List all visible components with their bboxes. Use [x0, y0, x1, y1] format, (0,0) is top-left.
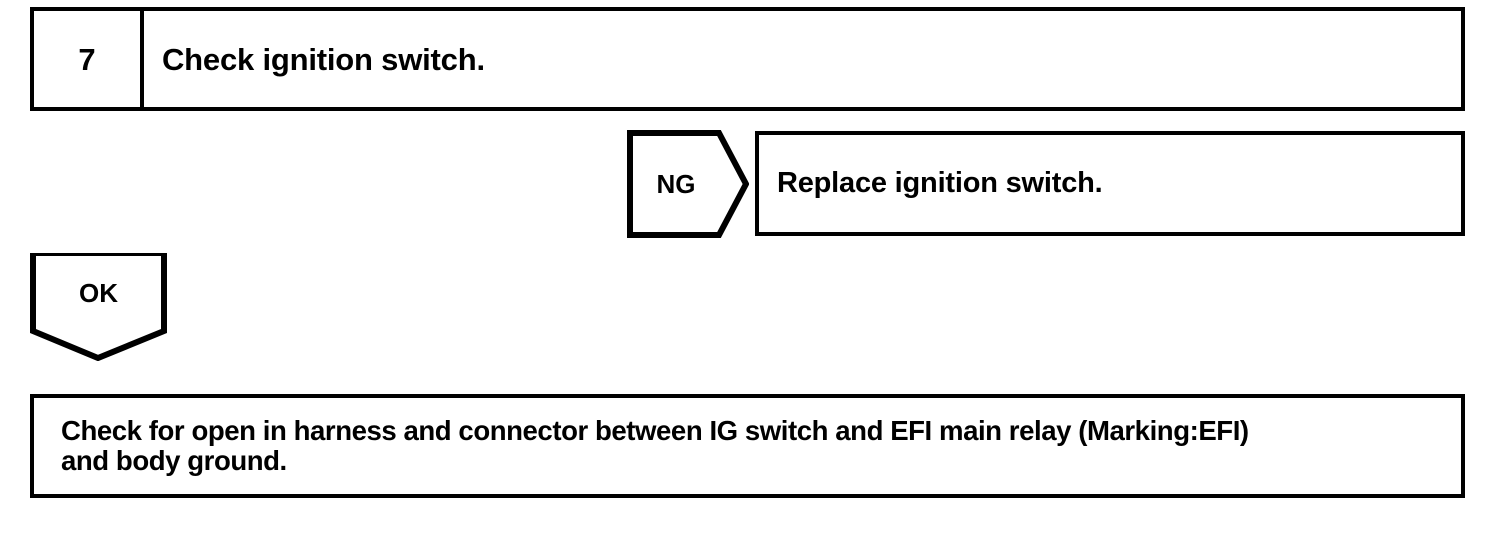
step-row: 7 Check ignition switch.	[30, 7, 1465, 111]
ng-result-text: Replace ignition switch.	[777, 167, 1103, 199]
ng-arrow-icon	[627, 130, 749, 238]
final-instruction-box: Check for open in harness and connector …	[30, 394, 1465, 498]
ng-result-box: Replace ignition switch.	[755, 131, 1465, 236]
ok-arrow-icon	[30, 253, 167, 361]
step-title: Check ignition switch.	[162, 41, 485, 77]
ok-branch-label: OK	[79, 278, 118, 308]
step-number: 7	[78, 41, 96, 77]
step-title-cell: Check ignition switch.	[144, 11, 1461, 107]
step-number-cell: 7	[34, 11, 144, 107]
ng-branch-label: NG	[656, 169, 696, 199]
final-instruction-text: Check for open in harness and connector …	[61, 415, 1249, 476]
